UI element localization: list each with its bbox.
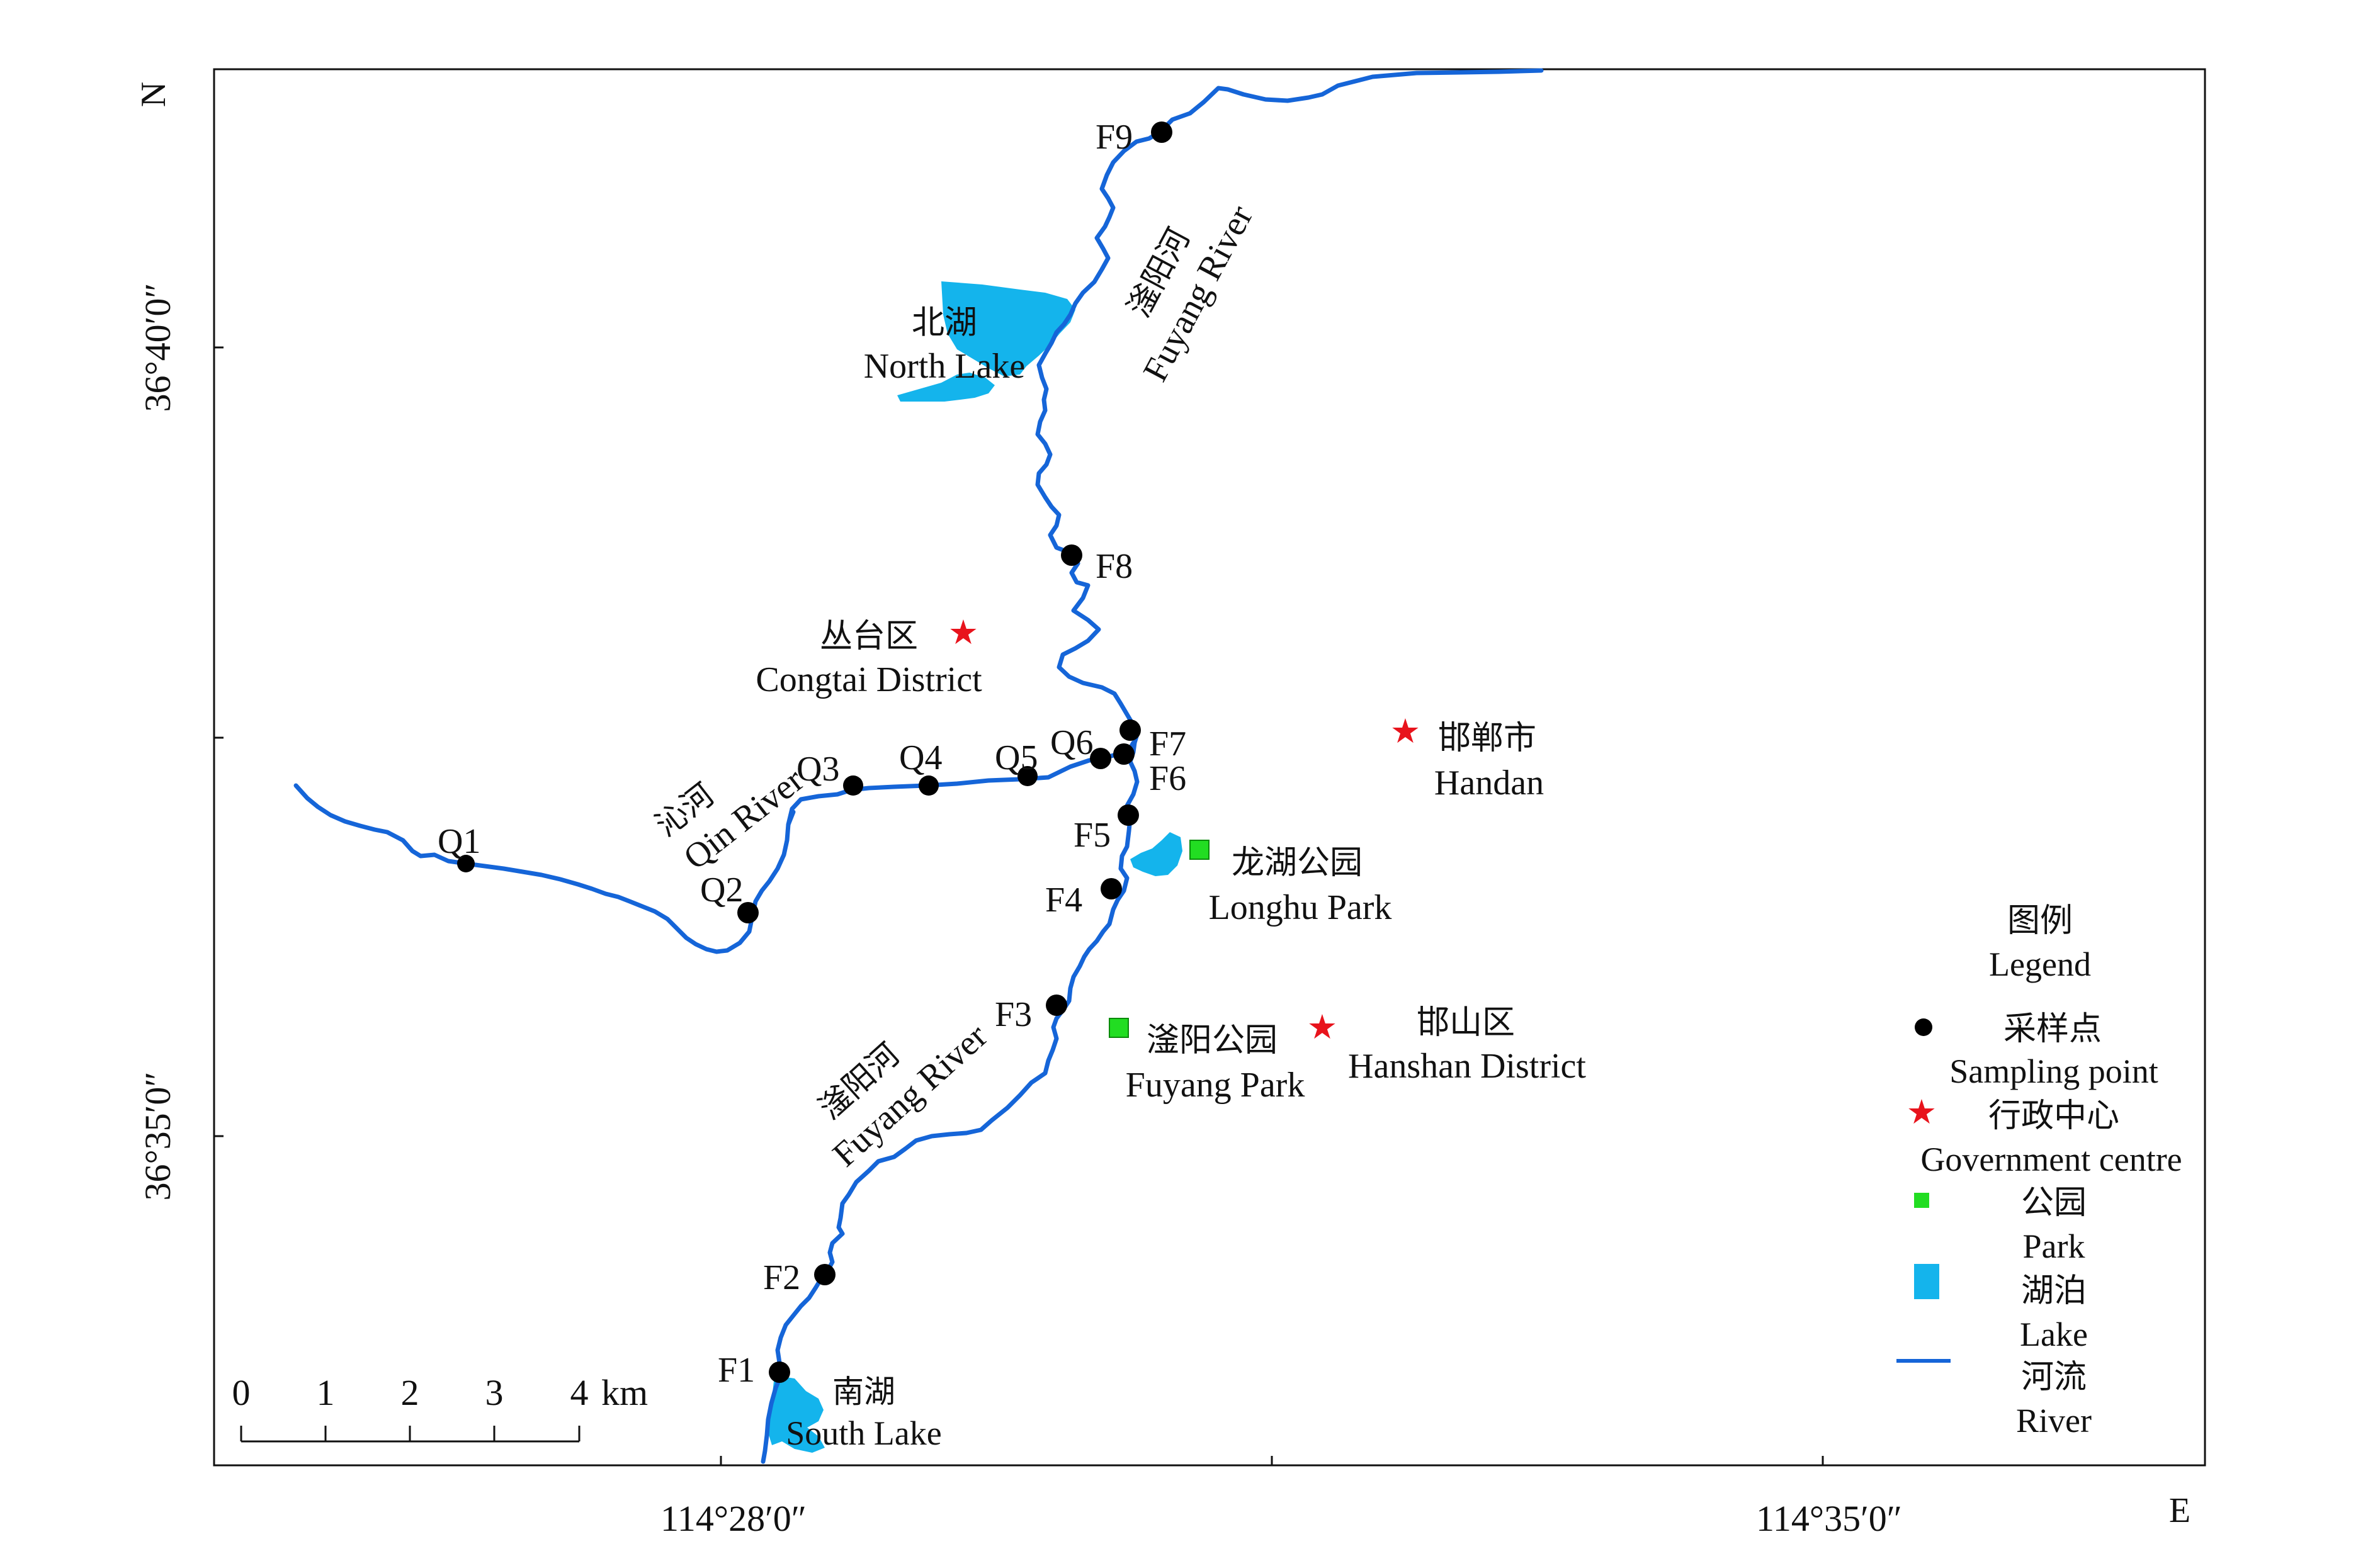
- sampling-point-F2: [814, 1264, 836, 1285]
- handan-en: Handan: [1434, 764, 1544, 803]
- lat-label-2: 36°35′0″: [137, 1071, 178, 1200]
- scale-label-1: 1: [317, 1372, 335, 1413]
- legend-item-centre-cn: 行政中心: [1988, 1097, 2119, 1135]
- sampling-point-Q5: [1017, 766, 1038, 786]
- label-Q5: Q5: [995, 738, 1038, 777]
- congtai-en: Congtai District: [756, 660, 982, 699]
- scale-label-0: 0: [232, 1372, 251, 1413]
- congtai-star-icon: ★: [948, 612, 978, 652]
- label-Q6: Q6: [1050, 723, 1093, 762]
- sampling-point-Q6: [1090, 748, 1111, 769]
- label-F9: F9: [1096, 118, 1133, 157]
- sampling-point-F8: [1061, 544, 1082, 566]
- label-F2: F2: [763, 1258, 800, 1297]
- longhu-park-marker: [1189, 840, 1210, 860]
- fuyang-park-en: Fuyang Park: [1126, 1066, 1305, 1105]
- sampling-point-Q3: [843, 775, 863, 796]
- hanshan-en: Hanshan District: [1348, 1047, 1586, 1086]
- legend-title-en: Legend: [1989, 945, 2091, 983]
- sampling-point-Q2: [737, 902, 759, 923]
- label-F1: F1: [718, 1351, 755, 1390]
- fuyang-park-cn: 滏阳公园: [1147, 1022, 1278, 1059]
- legend-item-point-cn: 采样点: [2003, 1010, 2102, 1048]
- label-F8: F8: [1096, 547, 1133, 586]
- legend-item-river-cn: 河流: [2021, 1358, 2087, 1396]
- legend-item-lake-cn: 湖泊: [2021, 1272, 2087, 1310]
- north-lake-en: North Lake: [864, 347, 1026, 386]
- dot-icon: [1915, 1018, 1932, 1036]
- legend-item-park-cn: 公园: [2021, 1184, 2087, 1222]
- label-Q3: Q3: [796, 750, 839, 789]
- handan-cn: 邯郸市: [1438, 719, 1536, 757]
- square-icon: [1914, 1193, 1929, 1208]
- scale-label-3: 3: [485, 1372, 504, 1413]
- scale-bar: 0 1 2 3 4 km: [232, 1372, 648, 1443]
- scale-unit: km: [601, 1372, 648, 1413]
- qin-river-segment: [786, 809, 796, 827]
- north-lake-shape: [897, 281, 1075, 402]
- hanshan-cn: 邯山区: [1417, 1004, 1515, 1042]
- sampling-point-F6: [1113, 743, 1135, 765]
- label-F7: F7: [1149, 724, 1186, 764]
- south-lake-shape: [767, 1375, 825, 1453]
- scale-label-2: 2: [401, 1372, 419, 1413]
- legend-item-centre-en: Government centre: [1920, 1141, 2182, 1178]
- lon-label-2: 114°35′0″: [1756, 1498, 1902, 1539]
- lat-label-1: 36°40′0″: [137, 283, 178, 412]
- scale-label-4: 4: [570, 1372, 589, 1413]
- fuyang-river-lower-label: 滏阳河 Fuyang River: [812, 1017, 995, 1175]
- hanshan-star-icon: ★: [1307, 1007, 1337, 1047]
- sampling-point-F1: [769, 1361, 790, 1383]
- legend-item-point-en: Sampling point: [1949, 1052, 2158, 1090]
- label-Q1: Q1: [438, 822, 480, 861]
- sampling-point-F9: [1151, 121, 1172, 143]
- star-icon: ★: [1907, 1092, 1937, 1132]
- label-F4: F4: [1045, 881, 1082, 920]
- label-F3: F3: [995, 995, 1032, 1034]
- label-Q4: Q4: [899, 738, 942, 777]
- sampling-point-Q1: [457, 855, 475, 872]
- sampling-point-F4: [1101, 878, 1122, 899]
- legend-item-park-en: Park: [2023, 1227, 2085, 1265]
- north-label: N: [134, 82, 173, 107]
- qin-river-label: 沁河 Qin River: [649, 760, 811, 877]
- lon-label-1: 114°28′0″: [660, 1498, 807, 1539]
- south-lake-en: South Lake: [786, 1414, 941, 1452]
- handan-star-icon: ★: [1390, 711, 1420, 751]
- label-Q2: Q2: [700, 871, 743, 910]
- legend-title-cn: 图例: [2007, 902, 2073, 940]
- fuyang-park-marker: [1109, 1018, 1129, 1038]
- legend: 图例 Legend 采样点 Sampling point ★ 行政中心 Gove…: [1896, 902, 2182, 1440]
- sampling-point-F3: [1046, 995, 1067, 1016]
- label-F5: F5: [1074, 816, 1111, 855]
- sampling-point-F5: [1118, 804, 1139, 826]
- sampling-point-Q4: [919, 775, 939, 796]
- legend-item-lake-en: Lake: [2020, 1316, 2088, 1353]
- south-lake-cn: 南湖: [832, 1373, 895, 1410]
- lake-swatch-icon: [1914, 1264, 1939, 1299]
- label-F6: F6: [1149, 759, 1186, 798]
- longhu-park-en: Longhu Park: [1209, 888, 1392, 927]
- east-label: E: [2169, 1491, 2190, 1530]
- congtai-cn: 丛台区: [820, 617, 918, 655]
- north-lake-cn: 北湖: [912, 304, 977, 342]
- legend-item-river-en: River: [2016, 1402, 2092, 1440]
- map-frame: [213, 68, 2206, 1467]
- longhu-lake-shape: [1130, 832, 1182, 876]
- fuyang-river-upper-label: 滏阳河 Fuyang River: [1120, 199, 1261, 388]
- sampling-point-F7: [1119, 719, 1141, 741]
- longhu-park-cn: 龙湖公园: [1232, 844, 1363, 882]
- fuyang-river: [761, 68, 1544, 1464]
